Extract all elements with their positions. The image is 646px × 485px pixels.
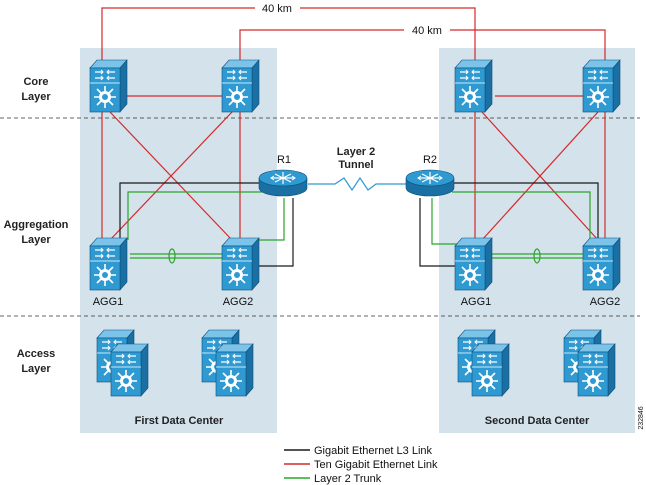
dc2-core-switch-1-icon	[454, 59, 493, 113]
layer2-tunnel-link	[308, 176, 406, 192]
distance-label-outer: 40 km	[262, 3, 292, 15]
core-layer-label: Core	[23, 76, 48, 88]
dc2-agg2-switch-icon	[582, 237, 621, 291]
dc1-core-switch-1-icon	[89, 59, 128, 113]
inter-dc-links	[101, 7, 606, 60]
dc1-agg2-switch-icon	[221, 237, 260, 291]
dc1-access-switch-2b-icon	[215, 343, 254, 397]
core-layer-label-2: Layer	[21, 91, 51, 103]
port-channel-dc1	[168, 248, 176, 264]
port-channel-dc2	[533, 248, 541, 264]
figure-id: 232846	[638, 406, 645, 429]
legend: Gigabit Ethernet L3 Link Ten Gigabit Eth…	[284, 445, 438, 485]
distance-label-inner: 40 km	[412, 25, 442, 37]
dc2-core-switch-2-icon	[582, 59, 621, 113]
legend-label-ten-gig: Ten Gigabit Ethernet Link	[314, 459, 438, 471]
r2-label: R2	[423, 154, 437, 166]
dc2-agg1-label: AGG1	[461, 296, 492, 308]
dc1-core-switch-2-icon	[221, 59, 260, 113]
layer2-trunk-links	[127, 191, 591, 259]
access-layer-label-2: Layer	[21, 363, 51, 375]
l3-links	[119, 182, 599, 267]
legend-label-trunk: Layer 2 Trunk	[314, 473, 382, 485]
second-data-center-title: Second Data Center	[485, 415, 590, 427]
dc1-agg1-switch-icon	[89, 237, 128, 291]
tunnel-label: Layer 2	[337, 146, 376, 158]
r1-label: R1	[277, 154, 291, 166]
dc2-agg1-switch-icon	[454, 237, 493, 291]
dc2-agg2-label: AGG2	[590, 296, 621, 308]
dc1-access-switch-1b-icon	[110, 343, 149, 397]
ten-gig-links-dc1	[101, 95, 241, 241]
dc2-access-switch-1b-icon	[471, 343, 510, 397]
ten-gig-links-dc2	[474, 95, 606, 241]
aggregation-layer-label-2: Layer	[21, 234, 51, 246]
r2-router-icon	[405, 169, 455, 197]
aggregation-layer-label: Aggregation	[4, 219, 69, 231]
r1-router-icon	[258, 169, 308, 197]
access-layer-label: Access	[17, 348, 56, 360]
first-data-center-title: First Data Center	[135, 415, 224, 427]
tunnel-label-2: Tunnel	[338, 159, 373, 171]
dc2-access-switch-2b-icon	[577, 343, 616, 397]
dc1-agg2-label: AGG2	[223, 296, 254, 308]
legend-label-l3: Gigabit Ethernet L3 Link	[314, 445, 433, 457]
dc1-agg1-label: AGG1	[93, 296, 124, 308]
